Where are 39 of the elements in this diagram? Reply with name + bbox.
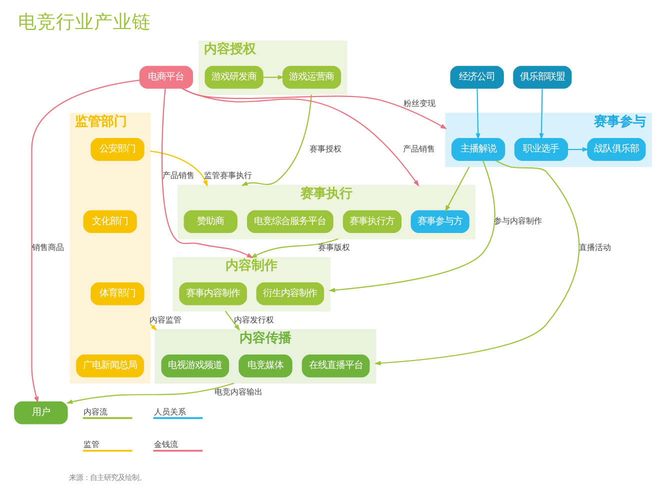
arrow <box>182 88 448 130</box>
node-box: 电商平台 <box>139 66 194 89</box>
arrow <box>182 88 420 187</box>
arrow <box>241 94 312 186</box>
arrow <box>328 160 496 292</box>
arrow <box>224 310 240 331</box>
arrow <box>150 150 208 187</box>
arrow <box>250 238 338 258</box>
node-box: 衍生内容制作 <box>256 282 324 306</box>
node-box: 用户 <box>14 401 68 424</box>
node-box: 赛事内容制作 <box>179 282 247 306</box>
node-box: 职业选手 <box>514 138 568 161</box>
node-box: 公安部门 <box>90 138 144 161</box>
node-box: 经济公司 <box>450 66 504 89</box>
node-box: 在线直播平台 <box>302 354 370 378</box>
node-box: 战队俱乐部 <box>587 138 646 161</box>
arrow <box>568 147 589 152</box>
node-box: 电竞媒体 <box>238 354 292 378</box>
node-box: 游戏研发商 <box>204 66 264 89</box>
node-box: 主播解说 <box>451 138 506 161</box>
node-box: 电视游戏频道 <box>161 354 230 378</box>
diagram-title: 电竞行业产业链 <box>18 12 151 33</box>
node-box: 电竞综合服务平台 <box>247 210 334 234</box>
node-box: 赛事参与方 <box>410 210 470 234</box>
arrow <box>476 88 480 140</box>
arrow <box>161 88 254 258</box>
node-box: 游戏运营商 <box>282 66 342 89</box>
arrow <box>66 382 234 404</box>
arrow <box>539 88 544 140</box>
arrow <box>374 160 580 366</box>
node-box: 赞助商 <box>184 210 238 234</box>
node-box: 体育部门 <box>90 282 144 306</box>
node-box: 广电新闻总局 <box>76 354 144 378</box>
node-box: 文化部门 <box>83 210 137 234</box>
arrow <box>263 75 284 80</box>
arrow <box>444 166 470 212</box>
node-box: 俱乐部联盟 <box>513 66 572 89</box>
node-box: 赛事执行方 <box>342 210 402 234</box>
arrow <box>31 80 140 404</box>
